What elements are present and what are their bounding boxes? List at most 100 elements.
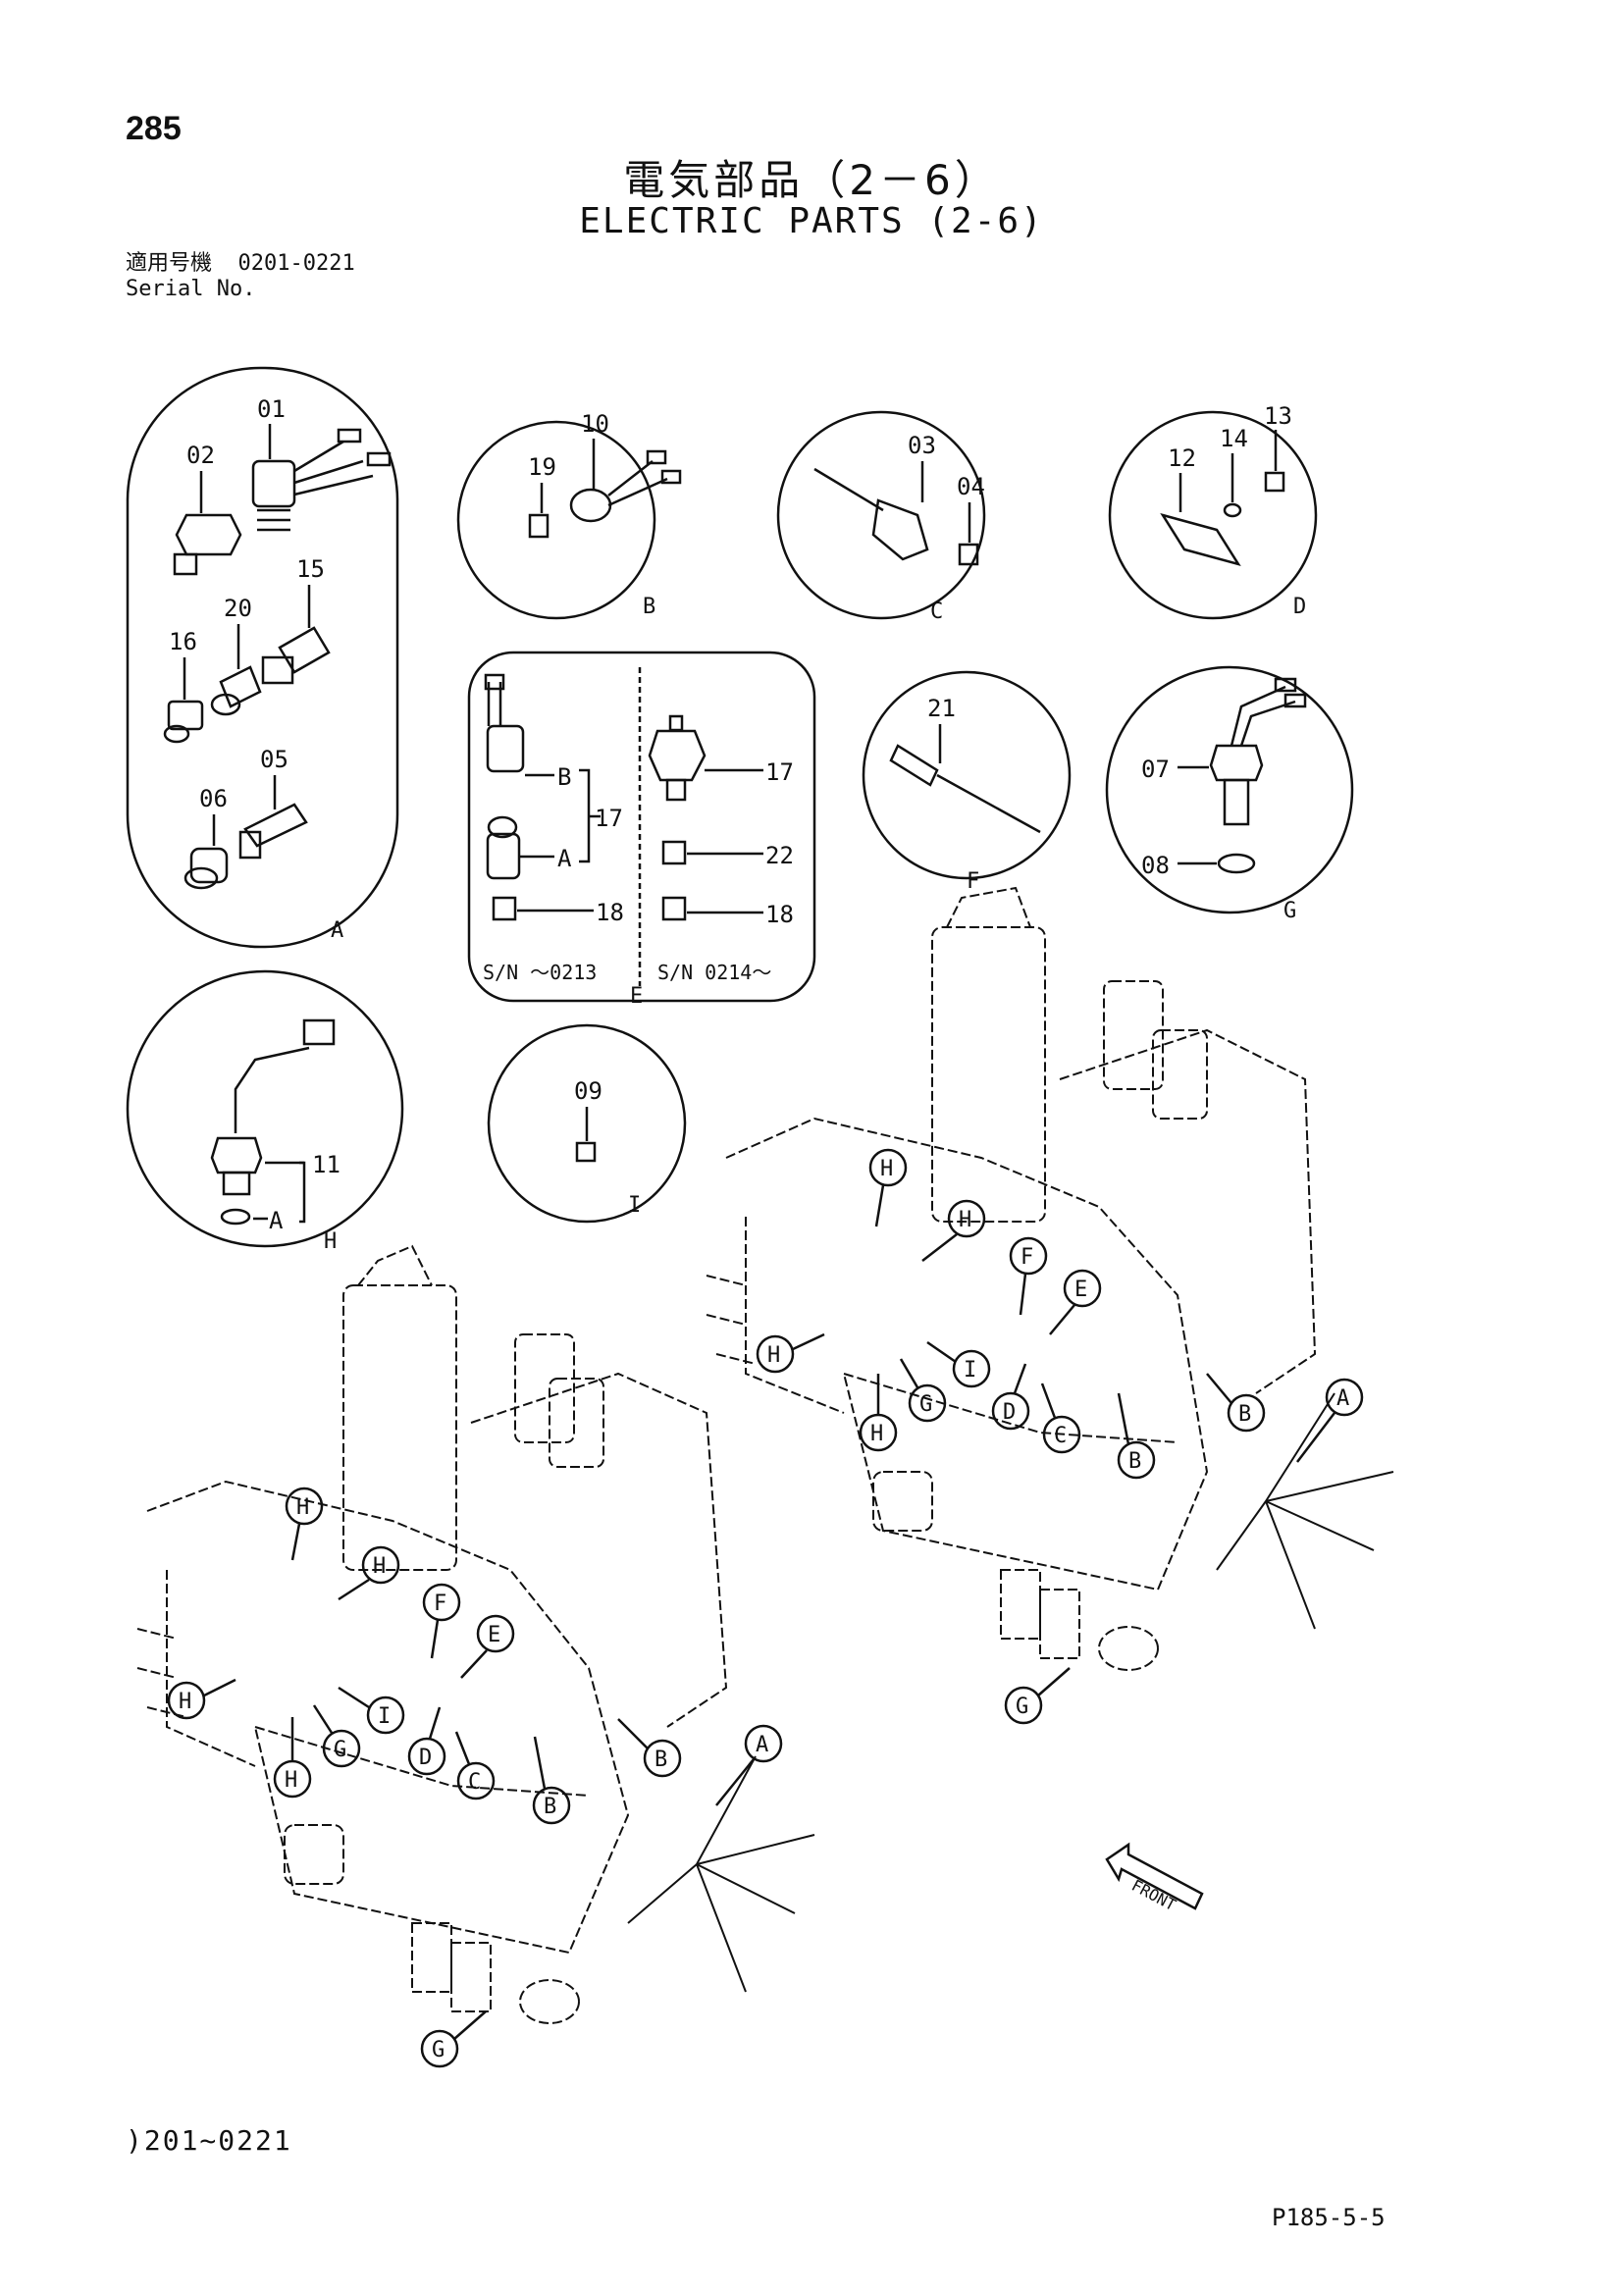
detail-view-a: A 01 02 15 20 [126, 366, 399, 949]
sender-01-icon [251, 428, 392, 532]
title-english: ELECTRIC PARTS (2-6) [579, 201, 1044, 241]
callout-h: H [767, 1343, 780, 1368]
part-label: 17 [595, 805, 623, 832]
adapter-02-icon [173, 513, 242, 576]
o-ring-a-icon [220, 1208, 251, 1226]
part-label: 09 [574, 1077, 602, 1105]
plug-18-icon [492, 896, 517, 921]
callout-h: H [179, 1690, 191, 1714]
engine-assembly-lower [136, 1244, 728, 2024]
callout-h: H [285, 1768, 297, 1793]
plug-22-icon [661, 840, 687, 865]
part-label: 14 [1220, 425, 1248, 452]
detail-view-c: C 03 04 [776, 410, 986, 624]
callout-b: B [1128, 1449, 1141, 1474]
sensor-21-icon [889, 744, 1041, 834]
sensor-20-icon [210, 665, 262, 716]
detail-view-d: D 14 13 12 [1108, 402, 1318, 620]
temperature-sensor-03-icon [813, 467, 929, 561]
part-label: 17 [765, 758, 794, 786]
detail-view-b-label: B [643, 595, 655, 619]
callout-h: H [880, 1157, 893, 1181]
serial-info: 適用号機 0201-0221 Serial No. [126, 251, 355, 302]
detail-view-h-label: H [324, 1229, 337, 1254]
washer-14-icon [1223, 502, 1242, 518]
front-label: FRONT [1128, 1876, 1179, 1915]
plug-18b-icon [661, 896, 687, 921]
nut-04-icon [958, 543, 979, 566]
part-label: 18 [765, 901, 794, 928]
part-label: 13 [1264, 402, 1292, 430]
bolt-13-icon [1264, 471, 1285, 493]
callout-i: I [964, 1358, 976, 1383]
plate-12-icon [1160, 512, 1241, 567]
part-label: 21 [927, 695, 956, 722]
detail-view-i: I 09 [487, 1023, 687, 1224]
cooling-fan-upper-icon [1216, 1392, 1394, 1630]
callout-d: D [419, 1746, 432, 1770]
callout-i: I [378, 1704, 391, 1729]
callout-b: B [654, 1748, 667, 1772]
part-label: 03 [908, 432, 936, 459]
detail-view-b: B 10 19 [456, 410, 682, 620]
pressure-switch-10-icon [569, 449, 682, 523]
footer-page-code: P185-5-5 [1272, 2204, 1386, 2231]
callouts-lower [167, 1487, 783, 2068]
switch-05-icon [238, 803, 308, 860]
part-label: 18 [596, 899, 624, 926]
detail-view-c-label: C [930, 600, 943, 624]
callout-g: G [334, 1738, 346, 1762]
part-label: 04 [957, 473, 985, 500]
serial-label-en: Serial No. [126, 277, 256, 301]
part-label: B [557, 763, 571, 791]
callout-d: D [1003, 1400, 1016, 1425]
detail-view-g-label: G [1283, 899, 1296, 923]
callout-f: F [1021, 1245, 1033, 1270]
detail-view-e: E B A 17 18 17 22 18 S/N ～0213 S [467, 651, 816, 1009]
part-label: A [557, 845, 572, 872]
callout-g: G [919, 1392, 932, 1417]
callout-h: H [959, 1208, 971, 1232]
callout-a: A [756, 1733, 768, 1757]
switch-17a-icon [486, 815, 521, 880]
page-number: 285 [126, 110, 182, 147]
part-label: 08 [1141, 852, 1170, 879]
detail-view-g: G 07 08 [1105, 665, 1354, 923]
part-label: 19 [528, 453, 556, 481]
detail-view-h: H 11 A [126, 969, 404, 1254]
part-label: 01 [257, 395, 286, 423]
plug-19-icon [528, 513, 550, 539]
part-label: 12 [1168, 444, 1196, 472]
callout-b: B [1238, 1402, 1251, 1427]
part-label: 22 [765, 842, 794, 869]
sensor-16-icon [163, 700, 204, 744]
footer-serial: )201~0221 [126, 2124, 292, 2157]
callout-h: H [870, 1422, 883, 1446]
serial-range: 0201-0221 [237, 251, 355, 276]
plug-06-icon [183, 847, 229, 890]
serial-range-right: S/N 0214～ [657, 961, 771, 984]
detail-view-f-label: F [967, 869, 979, 894]
callout-h: H [373, 1554, 386, 1579]
callout-e: E [488, 1623, 500, 1647]
switch-17b-icon [484, 673, 525, 773]
switch-15-icon [261, 626, 331, 685]
cooling-fan-lower-icon [627, 1755, 815, 1993]
detail-view-f: F 21 [862, 670, 1072, 894]
callout-e: E [1074, 1278, 1087, 1302]
serial-range-left: S/N ～0213 [483, 961, 597, 984]
callout-c: C [1054, 1424, 1067, 1448]
serial-label-jp: 適用号機 [126, 251, 213, 276]
sensor-07-icon [1209, 677, 1307, 826]
part-label: 06 [199, 785, 228, 812]
callouts-upper [756, 1148, 1364, 1725]
callout-g: G [432, 2038, 445, 2062]
title-japanese: 電気部品（2－6） [623, 156, 1000, 204]
part-label: 16 [169, 628, 197, 655]
callout-f: F [434, 1592, 446, 1616]
plug-09-icon [575, 1141, 597, 1163]
sensor-11-icon [210, 1018, 336, 1196]
part-label: 10 [581, 410, 609, 438]
part-label: A [269, 1207, 284, 1234]
part-label: 11 [312, 1151, 340, 1178]
